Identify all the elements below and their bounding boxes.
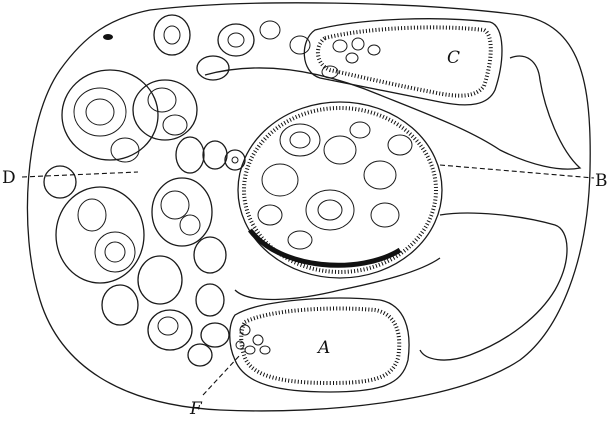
cavity-c-cell-1 (333, 40, 347, 52)
central-cell-5 (306, 190, 354, 230)
label-d: D (2, 168, 16, 188)
label-b: B (595, 171, 608, 191)
cavity-c-cell-2 (352, 38, 364, 50)
central-cell-2 (290, 132, 310, 148)
section-line-b (440, 165, 594, 178)
central-cell-3 (324, 136, 356, 164)
outer-body-outline (27, 3, 590, 411)
right-lobe-lower (420, 213, 567, 360)
central-cell-1 (280, 124, 320, 156)
central-organ-dark-band (250, 230, 400, 265)
label-a: A (316, 338, 330, 358)
right-lobe (205, 56, 580, 169)
central-organ-outer (238, 102, 442, 278)
central-cell-11 (388, 135, 412, 155)
central-cell-12 (288, 231, 312, 249)
central-cell-10 (350, 122, 370, 138)
central-cell-8 (371, 203, 399, 227)
section-line-d (22, 172, 138, 177)
central-cell-6 (318, 200, 342, 220)
central-cell-4 (262, 164, 298, 196)
cavity-c-cell-3 (368, 45, 380, 55)
central-cell-9 (258, 205, 282, 225)
cavity-c-cell-4 (346, 53, 358, 63)
cavity-c-outer (304, 19, 502, 105)
section-line-f (203, 355, 240, 395)
dark-mark (103, 34, 113, 40)
label-c: C (447, 48, 460, 68)
cavity-c-wall (318, 27, 491, 95)
label-f: F (189, 399, 203, 419)
central-cell-7 (364, 161, 396, 189)
